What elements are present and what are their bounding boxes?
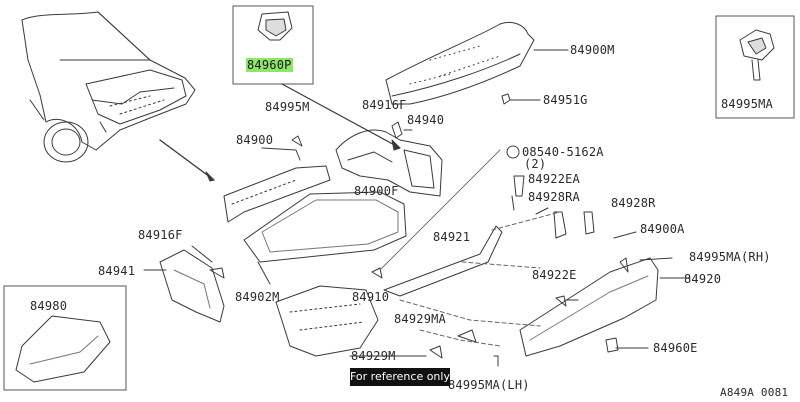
callout-84951g: 84951G: [543, 93, 588, 107]
callout-84922e: 84922E: [532, 268, 577, 282]
drawing-code: A849A 0081: [720, 386, 789, 399]
box-84980: [3, 285, 127, 391]
callout-84960e: 84960E: [653, 341, 698, 355]
callout-84960p: 84960P: [246, 58, 293, 72]
callout-84929m: 84929M: [351, 349, 396, 363]
side-trim-84940: [335, 129, 443, 197]
car-body-illustration: [21, 11, 196, 163]
callout-84928r: 84928R: [611, 196, 656, 210]
cover-84910: [275, 285, 379, 357]
callout-84916f-top: 84916F: [362, 98, 407, 112]
box-84995ma: [715, 15, 795, 119]
callout-08540-5162a: 08540-5162A: [522, 145, 604, 159]
callout-84995ma-rh: 84995MA(RH): [689, 250, 771, 264]
callout-84940: 84940: [407, 113, 445, 127]
rear-finisher-84920: [519, 257, 659, 357]
callout-84920: 84920: [684, 272, 722, 286]
arrow-car-to-trim: [159, 139, 215, 181]
callout-84922ea: 84922EA: [528, 172, 580, 186]
floor-84902m: [243, 191, 407, 263]
bracket-84928ra: [553, 211, 567, 239]
callout-84995ma-box: 84995MA: [721, 97, 773, 111]
callout-84900m: 84900M: [570, 43, 615, 57]
callout-84995ma-lh: 84995MA(LH): [448, 378, 530, 392]
bracket-84921: [383, 225, 503, 297]
callout-84995m: 84995M: [265, 100, 310, 114]
side-trim-84941: [159, 249, 225, 323]
callout-84921: 84921: [433, 230, 471, 244]
callout-84929ma: 84929MA: [394, 312, 446, 326]
callout-84900a: 84900A: [640, 222, 685, 236]
lid-lining-84900m: [385, 21, 535, 105]
reference-only-note: For reference only: [350, 368, 450, 386]
callout-84910: 84910: [352, 290, 390, 304]
bracket-84928r: [583, 211, 595, 235]
callout-08540-qty: (2): [524, 157, 547, 171]
callout-84900: 84900: [236, 133, 274, 147]
callout-84916f-left: 84916F: [138, 228, 183, 242]
callout-84900f: 84900F: [354, 184, 399, 198]
callout-84902m: 84902M: [235, 290, 280, 304]
finisher-84900: [223, 165, 331, 223]
callout-84928ra: 84928RA: [528, 190, 580, 204]
box-84960p: [232, 5, 314, 85]
arrow-84960p: [281, 83, 401, 149]
callout-84980: 84980: [30, 299, 68, 313]
callout-84941: 84941: [98, 264, 136, 278]
